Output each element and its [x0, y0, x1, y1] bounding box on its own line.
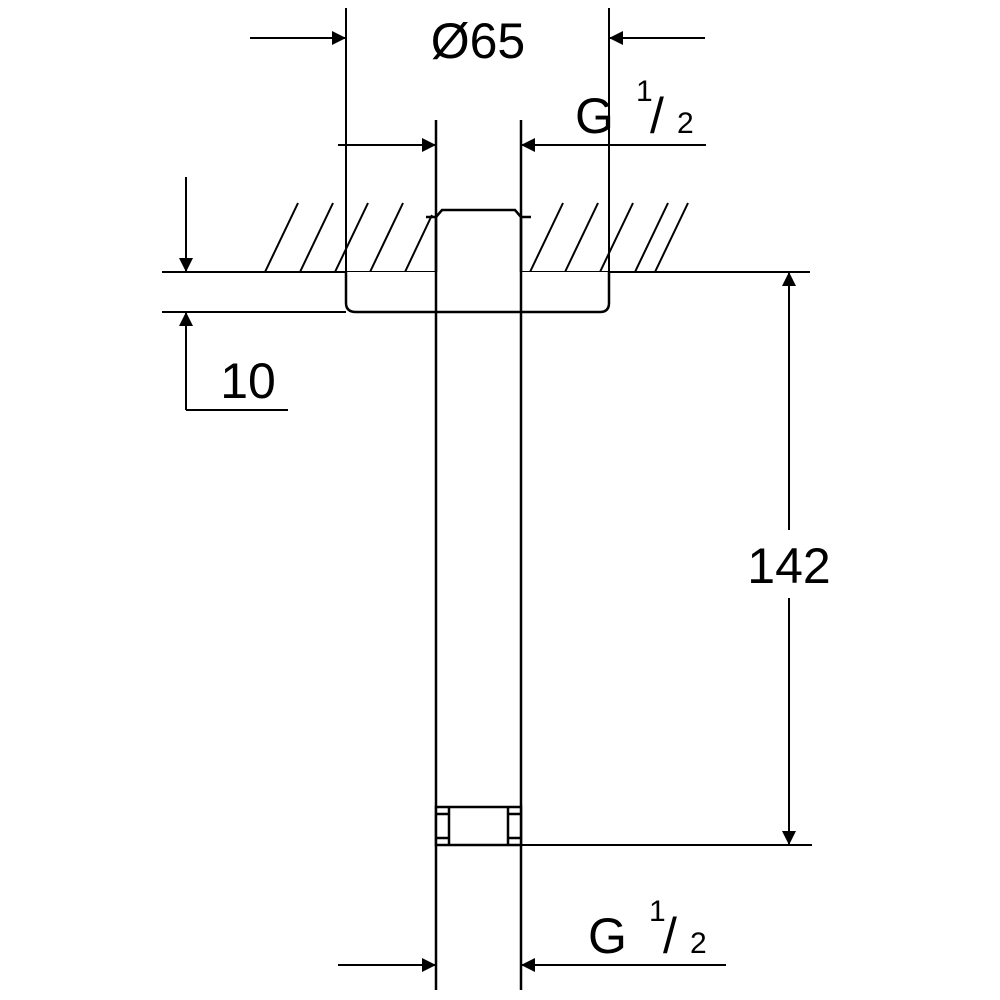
bottom-thread-label: G 1 / 2 [588, 895, 707, 964]
diameter-label: Ø65 [431, 13, 526, 69]
svg-text:2: 2 [677, 107, 694, 140]
svg-text:1: 1 [649, 895, 666, 928]
length-dimension [521, 272, 812, 846]
flange-height-dimension [179, 177, 288, 411]
top-thread-label: G 1 / 2 [575, 75, 694, 144]
top-thread-stub [426, 208, 531, 272]
bottom-nut [434, 805, 523, 847]
svg-text:1: 1 [636, 75, 653, 108]
flange-height-label: 10 [220, 353, 276, 409]
length-label: 142 [747, 538, 830, 594]
flange [344, 272, 611, 314]
diameter-dimension [250, 8, 705, 272]
svg-text:/: / [663, 908, 677, 964]
svg-text:G: G [588, 908, 627, 964]
svg-text:G: G [575, 88, 614, 144]
svg-text:2: 2 [690, 927, 707, 960]
svg-text:/: / [650, 88, 664, 144]
ceiling-hatch [264, 202, 689, 273]
